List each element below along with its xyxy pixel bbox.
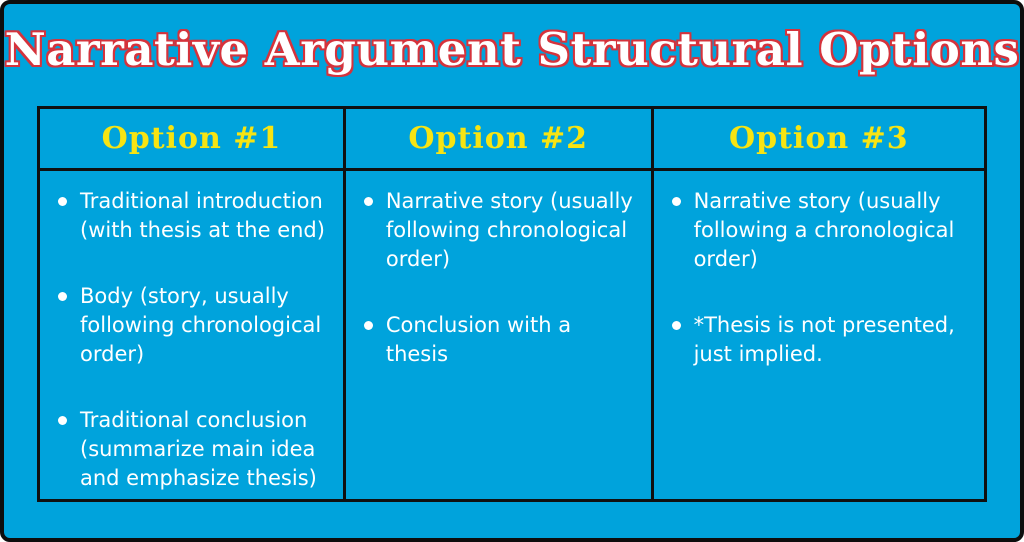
option-3-header: Option #3 <box>653 109 984 171</box>
bullet-item: Body (story, usually following chronolog… <box>56 282 331 369</box>
option-2-column: Option #2 Narrative story (usually follo… <box>345 109 654 499</box>
bullet-item: *Thesis is not presented, just implied. <box>670 311 972 369</box>
bullet-item: Narrative story (usually following chron… <box>362 187 639 274</box>
bullet-icon <box>363 197 373 206</box>
bullet-item: Traditional introduction (with thesis at… <box>56 187 331 245</box>
option-3-column: Option #3 Narrative story (usually follo… <box>653 109 984 499</box>
option-2-header: Option #2 <box>345 109 651 171</box>
option-1-column: Option #1 Traditional introduction (with… <box>40 109 346 499</box>
bullet-icon <box>671 321 681 330</box>
bullet-item: Traditional conclusion (summarize main i… <box>56 406 331 493</box>
bullet-item: Conclusion with a thesis <box>362 311 639 369</box>
bullet-icon <box>58 197 67 206</box>
bullet-text: Narrative story (usually following chron… <box>385 189 633 271</box>
bullet-text: Narrative story (usually following a chr… <box>693 189 955 271</box>
bullet-icon <box>671 197 681 206</box>
options-table: Option #1 Traditional introduction (with… <box>37 106 987 502</box>
option-1-list: Traditional introduction (with thesis at… <box>40 171 343 499</box>
slide-title: Narrative Argument Structural Options <box>4 23 1020 76</box>
option-3-list: Narrative story (usually following a chr… <box>654 171 984 499</box>
bullet-text: Body (story, usually following chronolog… <box>80 284 322 366</box>
bullet-text: Traditional conclusion (summarize main i… <box>80 408 317 490</box>
bullet-item: Narrative story (usually following a chr… <box>670 187 972 274</box>
bullet-icon <box>363 321 373 330</box>
option-2-list: Narrative story (usually following chron… <box>346 171 651 499</box>
bullet-text: Conclusion with a thesis <box>385 313 572 366</box>
bullet-icon <box>58 416 67 425</box>
bullet-text: Traditional introduction (with thesis at… <box>80 189 325 242</box>
bullet-icon <box>58 292 67 301</box>
bullet-text: *Thesis is not presented, just implied. <box>693 313 955 366</box>
option-1-header: Option #1 <box>40 109 343 171</box>
